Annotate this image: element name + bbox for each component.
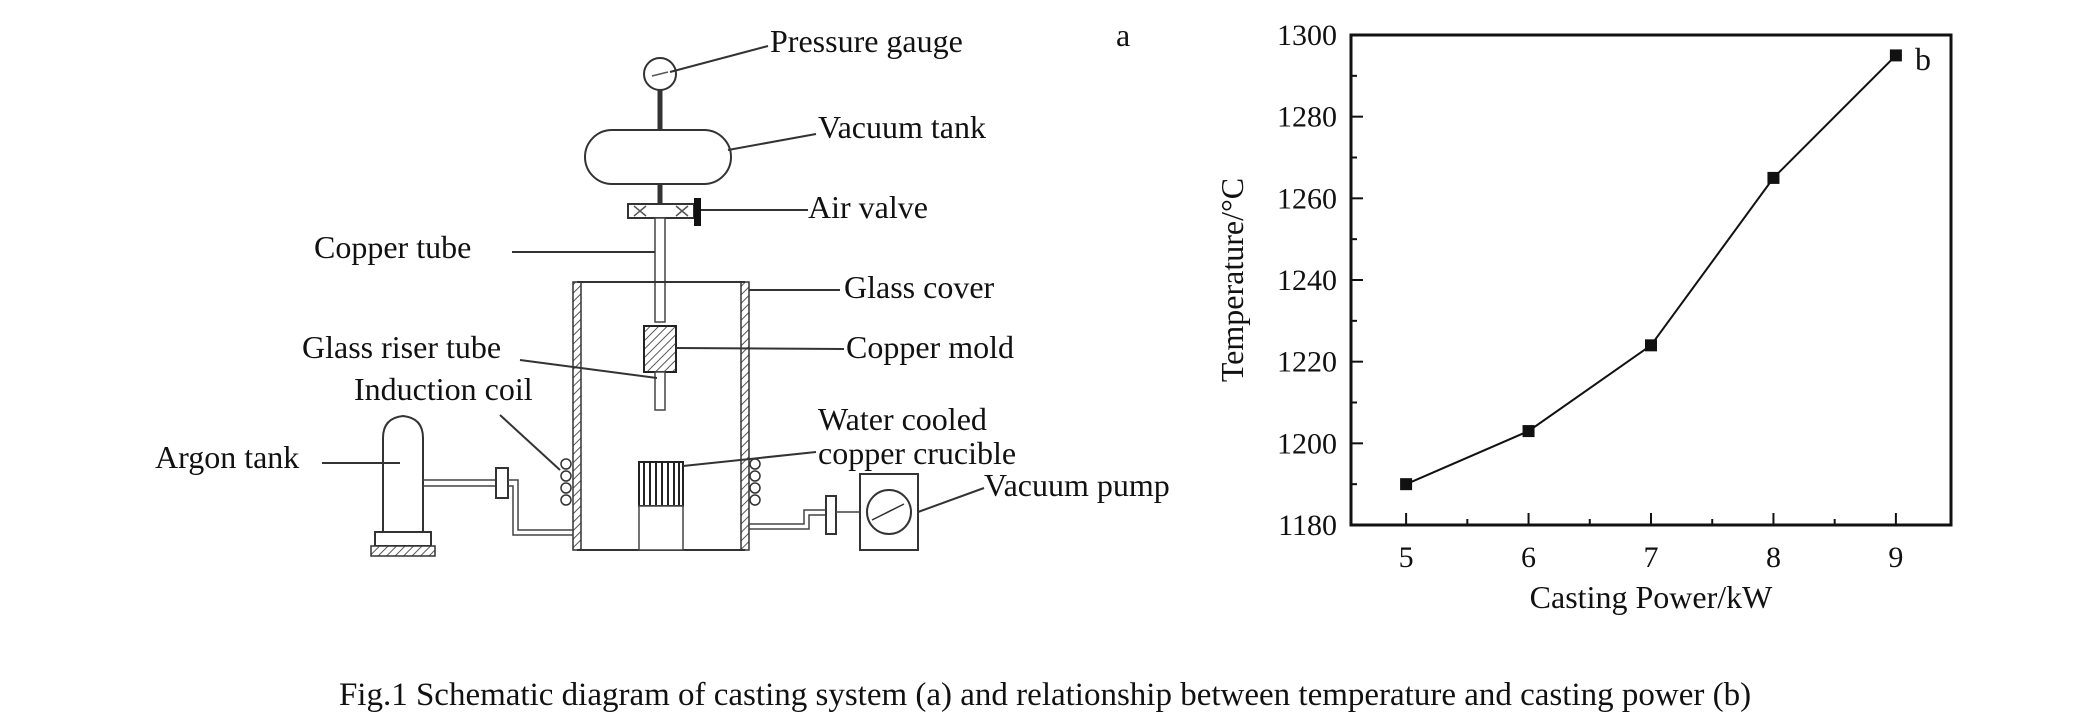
label-argon-tank: Argon tank	[155, 439, 299, 475]
panel-letter-b: b	[1915, 41, 1931, 77]
y-tick-label: 1200	[1277, 427, 1337, 460]
air-valve-icon	[627, 198, 701, 226]
panel-letter-a: a	[1116, 17, 1130, 53]
label-vacuum-tank: Vacuum tank	[818, 109, 986, 145]
label-induction-coil: Induction coil	[354, 371, 533, 407]
y-tick-label: 1220	[1277, 346, 1337, 379]
label-water-cooled: Water cooled	[818, 401, 987, 437]
label-glass-riser-tube: Glass riser tube	[302, 329, 501, 365]
copper-mold-icon	[643, 325, 677, 373]
label-copper-mold: Copper mold	[846, 329, 1014, 365]
label-glass-cover: Glass cover	[844, 269, 995, 305]
x-tick-label: 9	[1888, 541, 1903, 574]
figure-caption: Fig.1 Schematic diagram of casting syste…	[339, 677, 1751, 713]
data-point	[1522, 425, 1535, 438]
data-point	[1767, 171, 1780, 184]
data-point	[1645, 339, 1657, 352]
x-tick-label: 6	[1521, 541, 1536, 574]
argon-pipe	[423, 467, 573, 536]
chart-ticks: 5 6 7 8 9 1180 1200 1220 1240 1260 1280 1300	[1277, 19, 1903, 574]
label-pressure-gauge: Pressure gauge	[770, 23, 963, 59]
x-tick-label: 8	[1766, 541, 1781, 574]
chart-frame	[1349, 33, 1953, 527]
label-air-valve: Air valve	[808, 189, 928, 225]
label-vacuum-pump: Vacuum pump	[984, 467, 1170, 503]
glass-riser-tube-icon	[654, 371, 666, 411]
temperature-power-chart: 5 6 7 8 9 1180 1200 1220 1240 1260 1280 1300 b Cast…	[1214, 19, 1953, 615]
copper-tube-icon	[654, 217, 666, 323]
y-tick-label: 1280	[1277, 101, 1337, 134]
y-axis-label: Temperature/°C	[1214, 178, 1250, 382]
y-tick-label: 1180	[1278, 509, 1337, 542]
label-copper-crucible: copper crucible	[818, 435, 1016, 471]
chart-series	[1400, 49, 1902, 491]
data-point	[1889, 49, 1902, 62]
y-tick-label: 1300	[1277, 19, 1337, 52]
argon-tank-icon	[370, 414, 436, 557]
y-tick-label: 1240	[1277, 264, 1337, 297]
x-tick-label: 7	[1644, 541, 1659, 574]
y-tick-label: 1260	[1277, 182, 1337, 215]
schematic-panel: Pressure gauge Vacuum tank Air valve Cop…	[155, 17, 1170, 557]
pressure-gauge-icon	[643, 57, 677, 91]
x-tick-label: 5	[1399, 541, 1414, 574]
x-axis-label: Casting Power/kW	[1530, 579, 1773, 615]
vacuum-pump-icon	[749, 473, 919, 551]
data-point	[1400, 478, 1413, 491]
series-line	[1405, 54, 1897, 486]
vacuum-tank-icon	[584, 129, 732, 185]
induction-coil-icon	[560, 458, 761, 506]
leader-lines	[322, 45, 985, 513]
crucible-icon	[638, 461, 684, 551]
label-copper-tube: Copper tube	[314, 229, 471, 265]
